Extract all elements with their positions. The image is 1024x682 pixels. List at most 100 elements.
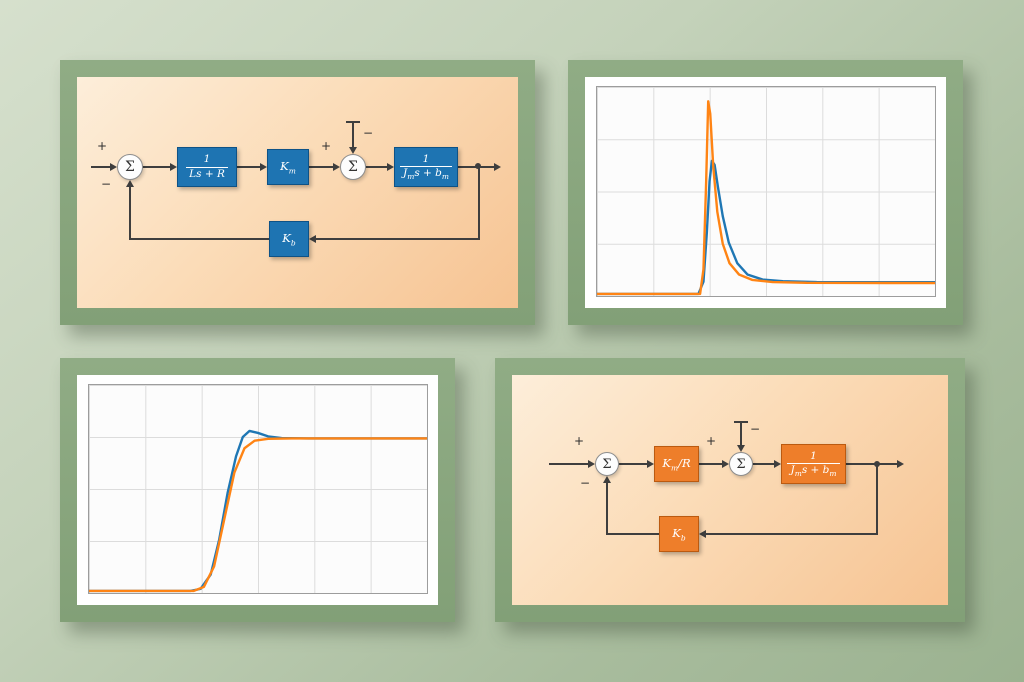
fraction-numerator: 1 [422,152,430,165]
transfer-function-label: 1 Jms + bm [399,152,453,181]
arrowhead-output [897,460,904,468]
arrowhead-disturbance-down [737,445,745,452]
sign-plus: + [97,139,108,153]
arrowhead-into-sum2 [333,163,340,171]
sign-plus: + [321,139,332,153]
wire-feedback-left [129,238,269,240]
series-line-blue-response [89,431,427,591]
arrowhead-into-mech [387,163,394,171]
gain-subscript: b [290,238,296,248]
block-km: Km [267,149,309,185]
sign-minus: − [580,476,591,490]
den-mid: s + b [414,166,442,179]
wire-km-to-sum2 [309,166,333,168]
wire-output [846,463,897,465]
wire-electrical-to-km [237,166,260,168]
den-j: J [790,463,795,476]
transfer-function-label: 1 Jms + bm [787,450,840,478]
arrowhead-output [494,163,501,171]
den-b-sub: m [441,171,450,181]
sign-plus: + [574,434,585,448]
block-electrical: 1 Ls + R [177,147,237,187]
wire-input [91,166,110,168]
wire-branch-down [876,464,878,534]
gain-base: K [672,525,681,540]
wire-feedback-up [606,483,608,534]
wire-sum2-to-mech [753,463,774,465]
fraction-denominator: Jms + bm [399,165,453,181]
den-j: J [402,166,408,179]
block-kmr: Km/R [654,446,699,482]
den-j-sub: m [407,171,415,181]
series-line-orange-response [89,438,427,590]
impulse-plot [585,77,946,308]
sigma-symbol: Σ [602,456,612,472]
sign-plus: + [706,434,717,448]
sign-minus: − [101,177,112,191]
fraction-denominator: Jms + bm [787,462,840,478]
sum-junction-1: Σ [117,154,143,180]
wire-disturbance [740,422,742,445]
arrowhead-feedback-into-sum1 [126,180,134,187]
arrowhead-into-sum1 [588,460,595,468]
block-diagram-full: Σ Σ + − + − 1 Ls + R Km 1 Jms + bm Kb [77,77,518,308]
wire-feedback-left [606,533,659,535]
arrowhead-into-kb [699,530,706,538]
series-line-orange-response [597,101,935,294]
sigma-symbol: Σ [736,456,746,472]
gain-base: K [280,158,289,173]
panel-impulse-plot [568,60,963,325]
arrowhead-into-electrical [170,163,177,171]
sign-minus: − [750,422,761,436]
impulse-response-curves [597,87,935,296]
panel-step-plot [60,358,455,622]
plot-axes-grid [596,86,936,297]
sum-junction-1: Σ [595,452,619,476]
gain-label: Kb [672,526,685,542]
sigma-symbol: Σ [348,159,358,175]
plot-axes-grid [88,384,428,594]
block-kb: Kb [659,516,699,552]
gain-subscript: m [670,463,679,473]
step-response-curves [89,385,427,593]
arrowhead-into-mech [774,460,781,468]
arrowhead-feedback-into-sum1 [603,476,611,483]
gain-base: K [662,455,671,470]
series-line-blue-response [597,161,935,294]
fraction-numerator: 1 [203,153,211,166]
arrowhead-disturbance-down [349,147,357,154]
arrowhead-into-kb [309,235,316,243]
wire-sum1-to-kmr [619,463,647,465]
panel-block-diagram-full: Σ Σ + − + − 1 Ls + R Km 1 Jms + bm Kb [60,60,535,325]
wire-feedback-right [706,533,878,535]
sum-junction-2: Σ [729,452,753,476]
gain-label: Km [280,159,296,175]
branch-dot [475,163,481,169]
block-mechanical: 1 Jms + bm [781,444,846,484]
wire-sum2-to-mech [366,166,387,168]
sigma-symbol: Σ [125,159,135,175]
arrowhead-into-kmr [647,460,654,468]
fraction-denominator: Ls + R [186,166,228,180]
wire-feedback-up [129,187,131,239]
gain-subscript: b [680,533,686,543]
gain-label: Km/R [662,456,690,472]
step-plot [77,375,438,605]
wire-feedback-right [316,238,480,240]
arrowhead-into-sum2 [722,460,729,468]
block-kb: Kb [269,221,309,257]
panel-block-diagram-simplified: Σ Σ + − + − Km/R 1 Jms + bm Kb [495,358,965,622]
sum-junction-2: Σ [340,154,366,180]
arrowhead-into-km [260,163,267,171]
wire-input [549,463,588,465]
arrowhead-into-sum1 [110,163,117,171]
transfer-function-label: 1 Ls + R [186,154,228,179]
wire-kmr-to-sum2 [699,463,722,465]
den-b-sub: m [829,468,837,478]
wire-branch-down [478,167,480,239]
block-diagram-simplified: Σ Σ + − + − Km/R 1 Jms + bm Kb [512,375,948,605]
gain-subscript: m [288,166,296,176]
wire-disturbance [352,122,354,147]
sign-minus: − [363,126,374,140]
